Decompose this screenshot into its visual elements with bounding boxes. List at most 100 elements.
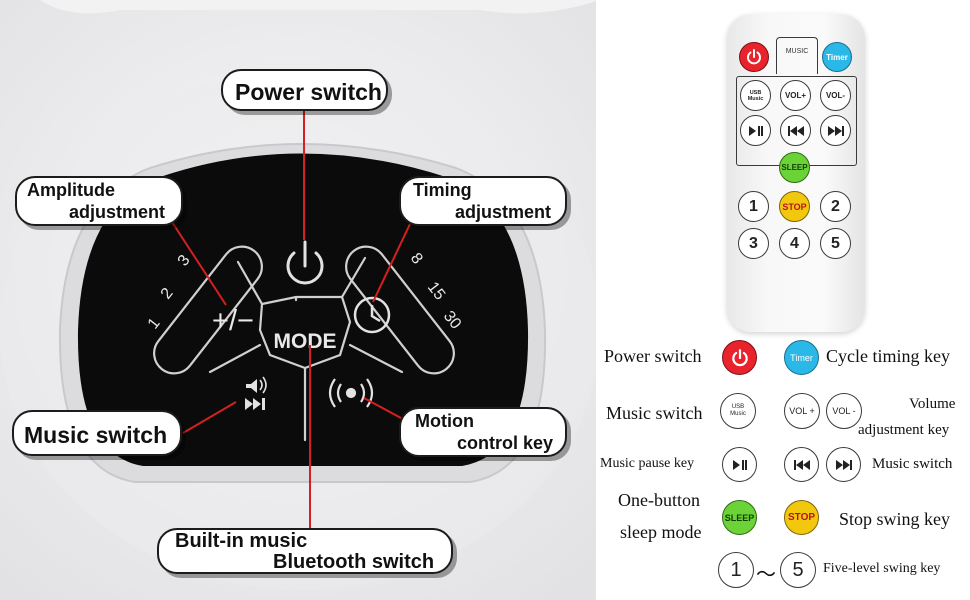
mode-pentagon	[258, 295, 352, 370]
remote-n1-label: 1	[749, 197, 758, 215]
music-tab: MUSIC	[776, 37, 818, 74]
product-panel-photo: MODE +/− 1 2 3 8 15 30 Power switch Ampl…	[0, 0, 596, 600]
callout-motion-line2: control key	[457, 433, 554, 453]
callout-amplitude: Amplitude adjustment	[15, 176, 183, 226]
music-tab-label: MUSIC	[785, 48, 809, 55]
callout-bluetooth-line2: Bluetooth switch	[273, 551, 435, 573]
legend-music-switch-2: Music switch	[872, 456, 953, 472]
remote-vol-down-button[interactable]: VOL-	[820, 80, 851, 111]
legend-power-button	[722, 340, 757, 375]
callout-motion-line1: Motion	[415, 411, 474, 431]
legend-power-switch: Power switch	[604, 346, 702, 366]
legend-timer-label: Timer	[790, 352, 813, 363]
previous-icon	[787, 125, 804, 136]
remote-play-pause-button[interactable]	[740, 115, 771, 146]
remote-level-5-button[interactable]: 5	[820, 228, 851, 259]
legend-music-pause: Music pause key	[600, 456, 695, 471]
legend-music-switch: Music switch	[606, 403, 703, 423]
amplitude-slider	[153, 245, 263, 375]
remote-level-3-button[interactable]: 3	[738, 228, 769, 259]
remote-vol-up-button[interactable]: VOL+	[780, 80, 811, 111]
remote-n4-label: 4	[790, 234, 799, 252]
remote-timer-label: Timer	[826, 52, 848, 62]
remote-vol-down-label: VOL-	[825, 91, 846, 100]
legend-previous-button	[784, 447, 819, 482]
legend-tilde: ～	[756, 564, 776, 586]
callout-music-label: Music switch	[24, 422, 168, 448]
panel-power-icon	[286, 240, 324, 285]
remote-sleep-label: SLEEP	[781, 163, 808, 172]
callout-power-label: Power switch	[235, 79, 382, 105]
legend-play-pause-button	[722, 447, 757, 482]
remote-stop-label: STOP	[782, 201, 807, 212]
callout-timing-line1: Timing	[413, 180, 472, 200]
callout-bluetooth: Built-in music Bluetooth switch	[157, 528, 453, 574]
remote-power-button[interactable]	[739, 42, 769, 72]
remote-next-button[interactable]	[820, 115, 851, 146]
remote-stop-button[interactable]: STOP	[779, 191, 810, 222]
remote-timer-button[interactable]: Timer	[822, 42, 852, 72]
remote-usb-music-button[interactable]: USB Music	[740, 80, 771, 111]
next-icon	[827, 125, 844, 136]
legend-level-1-button: 1	[718, 552, 754, 588]
legend-cycle-timing: Cycle timing key	[826, 346, 950, 366]
power-icon	[747, 49, 761, 65]
legend-usb-music-button: USB Music	[720, 393, 756, 429]
legend-usb-label: USB	[731, 404, 745, 410]
legend-five-label: 5	[792, 558, 804, 581]
remote-music-label: Music	[747, 95, 764, 102]
remote-previous-button[interactable]	[780, 115, 811, 146]
remote-vol-up-label: VOL+	[784, 91, 807, 100]
timing-slider	[345, 245, 455, 375]
legend-vol-down-label: VOL -	[832, 406, 856, 416]
remote-n3-label: 3	[749, 234, 758, 252]
legend-vol-up-button: VOL +	[784, 393, 820, 429]
callout-motion-control: Motion control key	[399, 407, 567, 457]
remote-n5-label: 5	[831, 234, 840, 252]
legend-sleep-line2: sleep mode	[620, 522, 702, 542]
legend-stop-label: STOP	[787, 512, 816, 523]
remote-level-4-button[interactable]: 4	[779, 228, 810, 259]
amplitude-key-label: +/−	[212, 305, 254, 337]
legend-volume-line2: adjustment key	[858, 422, 950, 438]
callout-music-switch: Music switch	[12, 410, 182, 456]
leader-lines	[171, 111, 411, 528]
next-icon	[835, 459, 852, 470]
callout-power-switch: Power switch	[221, 69, 388, 111]
previous-icon	[793, 459, 810, 470]
touch-panel	[77, 153, 529, 466]
legend-sleep-label: SLEEP	[724, 512, 755, 523]
legend-volume-line1: Volume	[909, 396, 956, 412]
callout-amplitude-line1: Amplitude	[27, 180, 115, 200]
play-pause-icon	[748, 125, 763, 136]
legend-next-button	[826, 447, 861, 482]
callout-timing: Timing adjustment	[399, 176, 567, 226]
legend-music-label: Music	[730, 411, 746, 417]
remote-legend-panel: MUSIC Timer USB Music VOL+ VOL- SLEEP 1 …	[596, 0, 970, 600]
legend-timer-button: Timer	[784, 340, 819, 375]
legend-stop-button: STOP	[784, 500, 819, 535]
legend-stop-swing: Stop swing key	[839, 509, 951, 529]
callout-amplitude-line2: adjustment	[69, 202, 166, 222]
remote-level-2-button[interactable]: 2	[820, 191, 851, 222]
play-pause-icon	[732, 459, 747, 470]
panel-music-icon	[245, 376, 267, 410]
remote-level-1-button[interactable]: 1	[738, 191, 769, 222]
legend-level-5-button: 5	[780, 552, 816, 588]
legend-sleep-line1: One-button	[618, 490, 700, 510]
callout-bluetooth-line1: Built-in music	[175, 530, 308, 552]
power-icon	[731, 348, 748, 366]
remote-usb-label: USB	[749, 89, 762, 96]
legend-vol-down-button: VOL -	[826, 393, 862, 429]
mode-label: MODE	[274, 330, 337, 353]
remote-control: MUSIC Timer USB Music VOL+ VOL- SLEEP 1 …	[727, 14, 865, 332]
remote-sleep-button[interactable]: SLEEP	[779, 152, 810, 183]
remote-n2-label: 2	[831, 197, 840, 215]
panel-motion-icon	[328, 378, 374, 408]
legend-five-level: Five-level swing key	[823, 561, 941, 576]
legend-sleep-button: SLEEP	[722, 500, 757, 535]
legend-one-label: 1	[730, 558, 742, 581]
legend-vol-up-label: VOL +	[789, 406, 815, 416]
callout-timing-line2: adjustment	[455, 202, 552, 222]
panel-clock-icon	[353, 296, 391, 334]
